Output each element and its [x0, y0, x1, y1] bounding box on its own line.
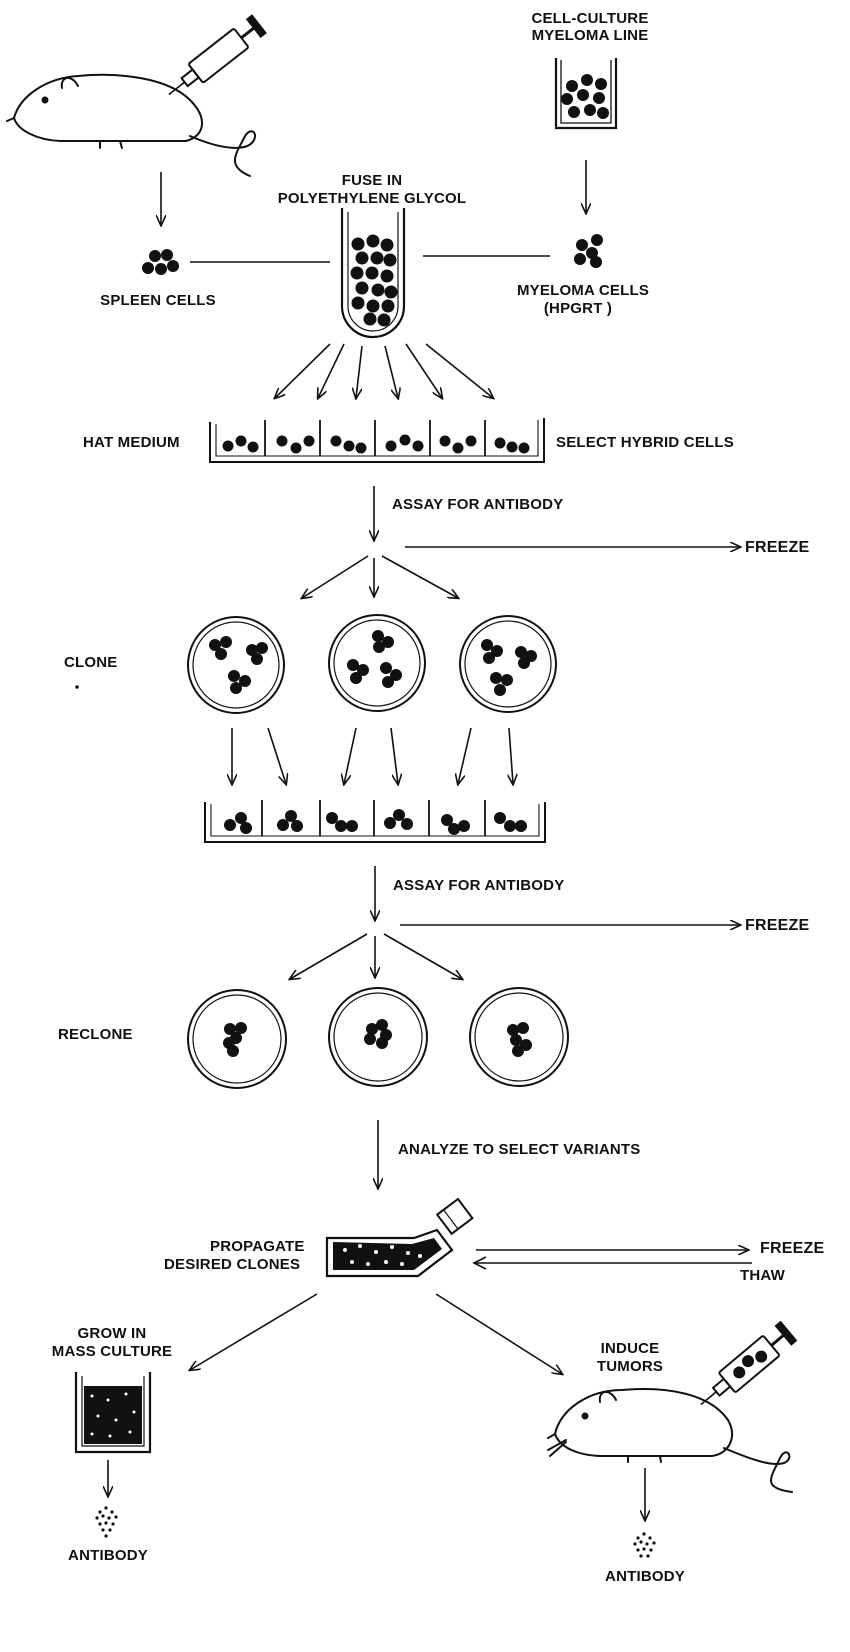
petri-dish-icon [187, 987, 569, 1089]
induce-label-line1: INDUCE [600, 1340, 660, 1357]
thaw-label: THAW [740, 1267, 785, 1284]
well-tray-icon [204, 800, 546, 843]
myeloma-cells-label-line2: (HPGRT ) [543, 300, 613, 317]
well-tray-icon [209, 418, 545, 463]
myeloma-cells-icon [574, 234, 603, 268]
beaker-icon [74, 1372, 152, 1454]
cell-culture-label-line2: MYELOMA LINE [531, 27, 649, 44]
propagate-label-line1: PROPAGATE [210, 1238, 305, 1255]
antibody-dots-icon [95, 1506, 118, 1538]
myeloma-cells-label-line1: MYELOMA CELLS [516, 282, 650, 299]
hat-medium-label: HAT MEDIUM [83, 434, 180, 451]
cell-culture-label-line1: CELL-CULTURE [531, 10, 649, 27]
freeze-label-2: FREEZE [745, 917, 810, 934]
syringe-icon [700, 1320, 798, 1406]
grow-label-line2: MASS CULTURE [51, 1343, 173, 1360]
antibody-label-right: ANTIBODY [605, 1568, 685, 1585]
propagate-label-line2: DESIRED CLONES [164, 1256, 301, 1273]
fuse-label-line2: POLYETHYLENE GLYCOL [277, 190, 467, 207]
antibody-label-left: ANTIBODY [68, 1547, 148, 1564]
antibody-dots-icon [633, 1532, 656, 1558]
grow-label-line1: GROW IN [77, 1325, 147, 1342]
spleen-cells-label: SPLEEN CELLS [100, 292, 216, 309]
clone-label: CLONE [64, 654, 118, 671]
beaker-icon [554, 58, 618, 130]
clone-colonies [209, 630, 537, 696]
syringe-icon [168, 14, 267, 96]
select-hybrid-label: SELECT HYBRID CELLS [556, 434, 734, 451]
test-tube-icon [340, 208, 406, 339]
spleen-cells-icon [142, 249, 179, 275]
freeze-label-1: FREEZE [745, 539, 810, 556]
reclone-label: RECLONE [58, 1026, 133, 1043]
fuse-label-line1: FUSE IN [341, 172, 403, 189]
analyze-label: ANALYZE TO SELECT VARIANTS [398, 1141, 641, 1158]
mouse-icon [547, 1388, 793, 1493]
culture-flask-icon [325, 1197, 474, 1278]
induce-label-line2: TUMORS [596, 1358, 664, 1375]
assay-label-2: ASSAY FOR ANTIBODY [393, 877, 565, 894]
petri-dish-icon [187, 614, 557, 714]
freeze-label-3: FREEZE [760, 1240, 825, 1257]
reclone-colonies [223, 1019, 532, 1057]
mouse-icon [6, 73, 256, 177]
assay-label-1: ASSAY FOR ANTIBODY [392, 496, 564, 513]
